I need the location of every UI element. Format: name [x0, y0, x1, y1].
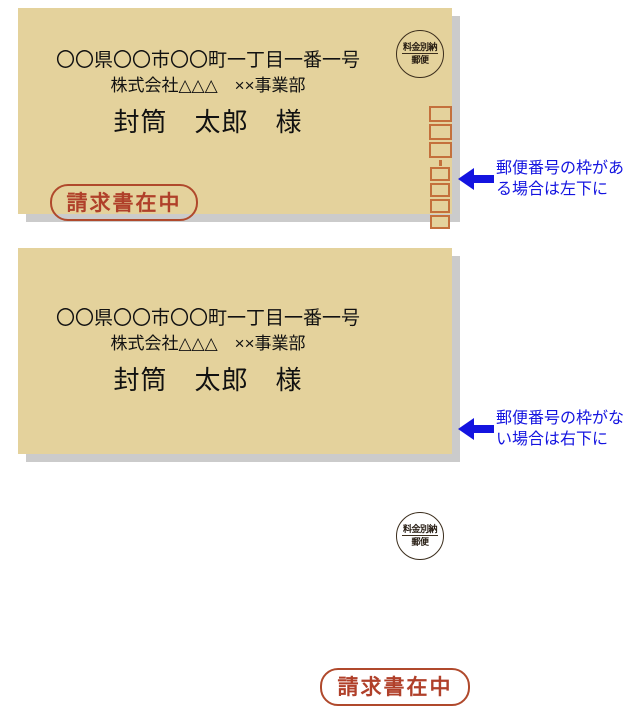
annotation-text-line-1: 郵便番号の枠がな	[496, 410, 625, 427]
postage-paid-seal-line-1: 料金別納	[401, 524, 438, 536]
zipcode-box	[430, 215, 450, 229]
envelope-without-zipcode-frame: 〇〇県〇〇市〇〇町一丁目一番一号 株式会社△△△ ××事業部 封筒 太郎 様 料…	[18, 248, 470, 706]
zipcode-box	[430, 183, 450, 197]
envelope-with-zipcode-frame: 〇〇県〇〇市〇〇町一丁目一番一号 株式会社△△△ ××事業部 封筒 太郎 様 料…	[18, 8, 452, 229]
address-line-1: 〇〇県〇〇市〇〇町一丁目一番一号	[55, 50, 360, 71]
invoice-enclosed-stamp: 請求書在中	[50, 184, 198, 221]
annotation-text-line-2: る場合は左下に	[496, 181, 609, 198]
zipcode-box	[428, 124, 452, 140]
annotation-zipcode-frame-absent: 郵便番号の枠がな い場合は右下に	[458, 408, 624, 450]
zipcode-box	[428, 106, 452, 122]
invoice-enclosed-stamp: 請求書在中	[320, 668, 470, 706]
postage-paid-seal-line-1: 料金別納	[401, 42, 438, 54]
postage-paid-seal-line-2: 郵便	[411, 55, 429, 65]
address-block: 〇〇県〇〇市〇〇町一丁目一番一号 株式会社△△△ ××事業部 封筒 太郎 様	[18, 48, 398, 142]
address-line-1: 〇〇県〇〇市〇〇町一丁目一番一号	[55, 308, 360, 329]
address-line-2: 株式会社△△△ ××事業部	[110, 76, 306, 95]
annotation-text: 郵便番号の枠があ る場合は左下に	[496, 158, 624, 200]
postage-paid-seal-line-2: 郵便	[411, 537, 429, 547]
left-arrow-icon	[458, 416, 494, 442]
zipcode-connector	[438, 160, 442, 166]
annotation-zipcode-frame-present: 郵便番号の枠があ る場合は左下に	[458, 158, 624, 200]
annotation-text-line-2: い場合は右下に	[496, 431, 609, 448]
illustration-canvas: 〇〇県〇〇市〇〇町一丁目一番一号 株式会社△△△ ××事業部 封筒 太郎 様 料…	[18, 8, 624, 706]
postage-paid-seal: 料金別納 郵便	[396, 30, 444, 78]
address-block: 〇〇県〇〇市〇〇町一丁目一番一号 株式会社△△△ ××事業部 封筒 太郎 様	[18, 306, 398, 400]
recipient-name: 封筒 太郎 様	[113, 365, 303, 395]
left-arrow-icon	[458, 166, 494, 192]
annotation-text-line-1: 郵便番号の枠があ	[496, 160, 625, 177]
zipcode-frame-boxes	[427, 106, 453, 231]
recipient-name: 封筒 太郎 様	[113, 107, 303, 137]
address-line-2: 株式会社△△△ ××事業部	[110, 334, 306, 353]
zipcode-box	[430, 199, 450, 213]
zipcode-box	[430, 167, 450, 181]
annotation-text: 郵便番号の枠がな い場合は右下に	[496, 408, 624, 450]
postage-paid-seal: 料金別納 郵便	[396, 512, 444, 560]
zipcode-box	[428, 142, 452, 158]
